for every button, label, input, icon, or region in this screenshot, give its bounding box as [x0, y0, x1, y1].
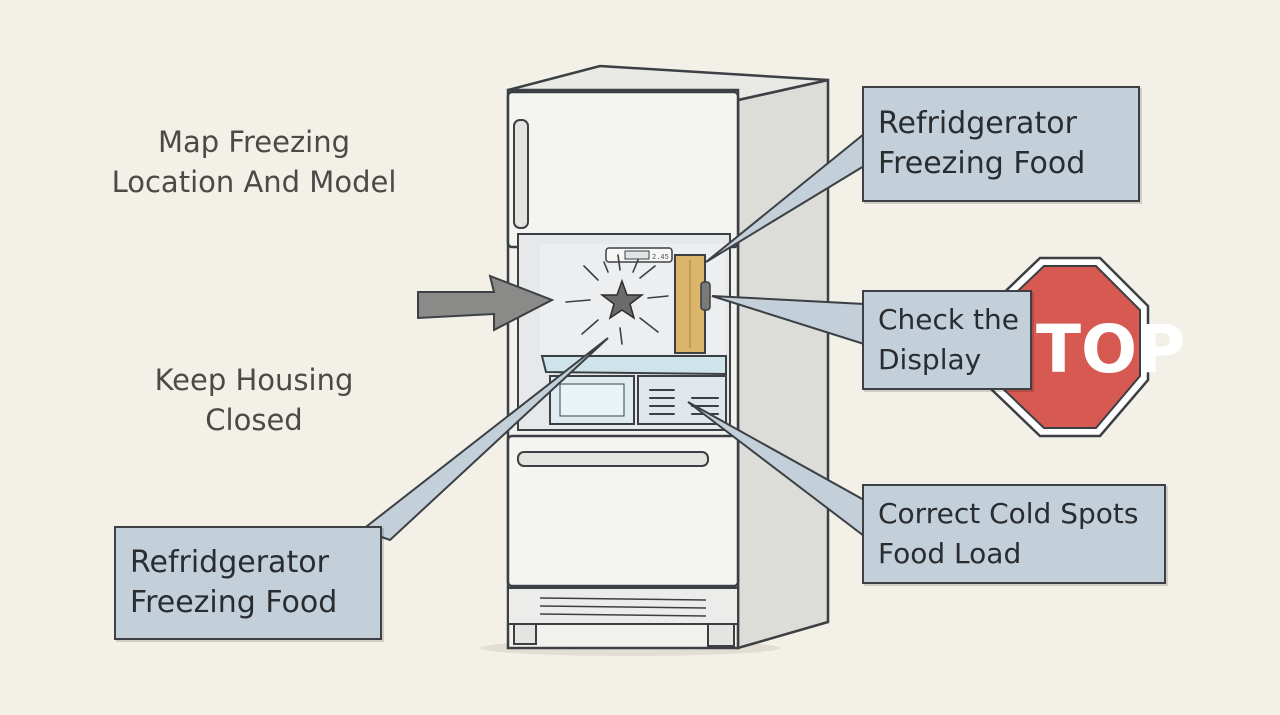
label-keep-housing-line2: Closed [205, 403, 303, 437]
callout-bottom-left: Refridgerator Freezing Food [114, 526, 382, 640]
temperature-sensor [700, 281, 711, 311]
stop-sign-text: TOP [1036, 311, 1186, 388]
label-map-freezing-line2: Location And Model [111, 165, 397, 199]
glass-shelf [540, 355, 727, 376]
callout-bottom-left-line1: Refridgerator [130, 545, 329, 580]
callout-top-right: Refridgerator Freezing Food [862, 86, 1140, 202]
fridge-foot-right [707, 623, 735, 647]
callout-cold-spots: Correct Cold Spots Food Load [862, 484, 1166, 584]
label-keep-housing: Keep Housing Closed [134, 360, 374, 440]
callout-top-right-line1: Refridgerator [878, 106, 1077, 141]
callout-cold-spots-line2: Food Load [878, 537, 1022, 570]
arrow-right-icon [417, 274, 555, 332]
display-readout: 2.45 [652, 253, 669, 261]
label-map-freezing: Map Freezing Location And Model [104, 122, 404, 202]
bottom-drawer-handle [517, 451, 709, 467]
callout-cold-spots-line1: Correct Cold Spots [878, 497, 1139, 530]
label-keep-housing-line1: Keep Housing [154, 363, 354, 397]
callout-top-right-line2: Freezing Food [878, 146, 1086, 181]
base-grille [539, 597, 707, 617]
fridge-foot-left [513, 623, 537, 645]
callout-check-display: Check the Display [862, 290, 1032, 390]
callout-bottom-left-line2: Freezing Food [130, 585, 338, 620]
fridge-side-panel [736, 78, 830, 650]
bottom-drawer [506, 434, 740, 588]
star-icon [599, 278, 645, 320]
display-screen [624, 250, 650, 260]
callout-check-display-line2: Display [878, 343, 982, 376]
callout-check-display-line1: Check the [878, 303, 1019, 336]
label-map-freezing-line1: Map Freezing [157, 125, 351, 159]
burst-lines [565, 254, 669, 345]
freezer-door-handle [513, 119, 529, 229]
freezer-door [506, 90, 740, 249]
